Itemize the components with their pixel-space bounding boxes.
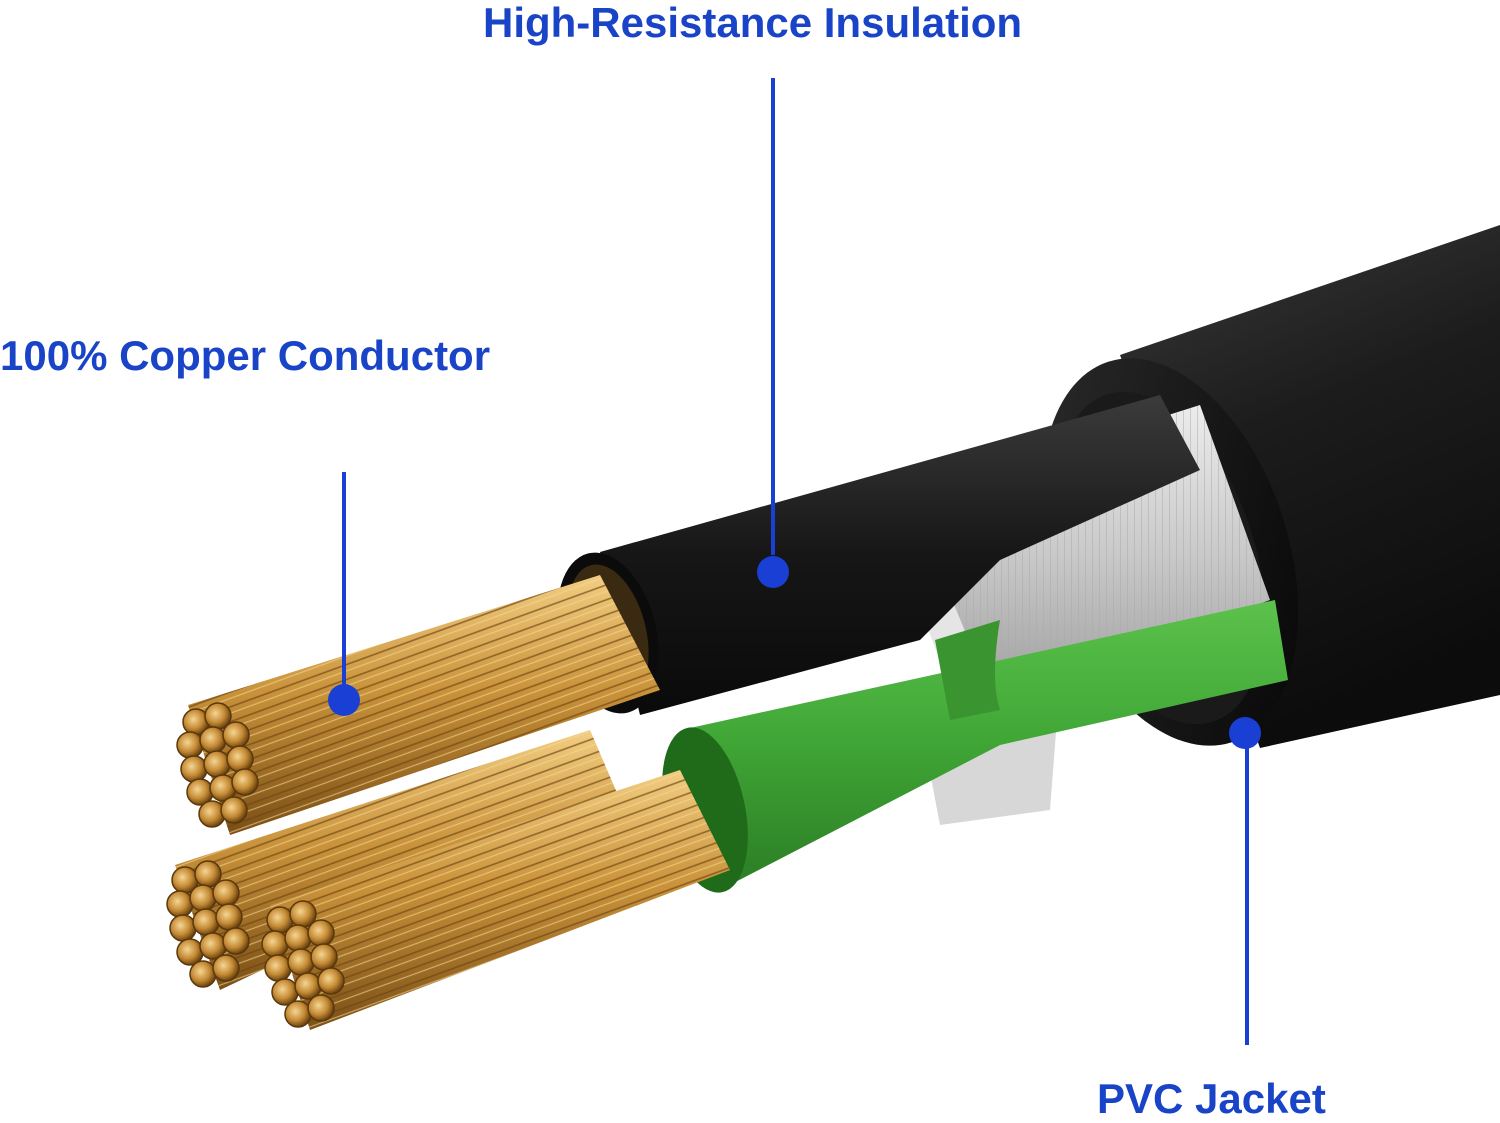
insulation-leader	[757, 78, 789, 588]
copper-leader	[328, 472, 360, 716]
jacket-leader	[1229, 717, 1261, 1045]
copper-strands-top	[176, 575, 660, 835]
pvc-jacket-label: PVC Jacket	[1097, 1075, 1326, 1122]
copper-conductor-label: 100% Copper Conductor	[0, 332, 491, 379]
insulation-marker-dot	[757, 556, 789, 588]
copper-strands-bottom-right	[261, 770, 730, 1030]
insulation-label: High-Resistance Insulation	[483, 0, 1023, 46]
green-ground-conductor	[662, 600, 1288, 893]
jacket-marker-dot	[1229, 717, 1261, 749]
copper-marker-dot	[328, 684, 360, 716]
